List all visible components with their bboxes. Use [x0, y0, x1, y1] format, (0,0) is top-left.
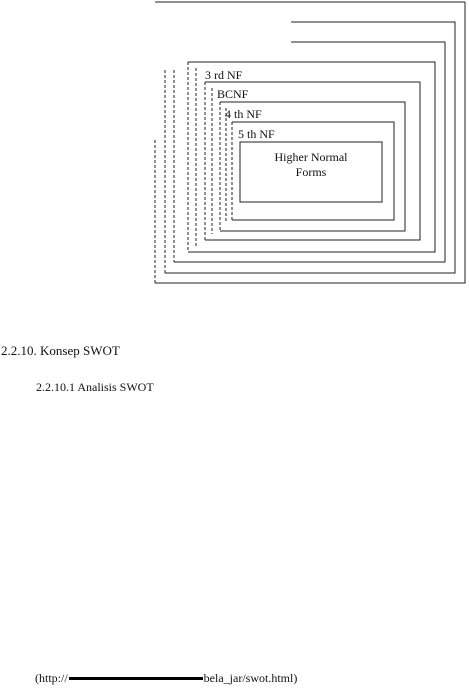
label-higher-normal-forms: Higher Normal Forms — [240, 150, 382, 180]
frame-bcnf — [205, 81, 421, 241]
source-prefix: (http:// — [35, 671, 68, 685]
frame-3nf-outer — [174, 41, 446, 263]
source-citation: (http:// bela_jar/swot.html) — [35, 671, 297, 686]
frame-3nf — [188, 61, 436, 253]
normal-forms-nesting-diagram — [154, 1, 466, 284]
section-heading: 2.2.10. Konsep SWOT — [1, 343, 120, 358]
frame-4nf — [220, 101, 406, 232]
subsection-heading: 2.2.10.1 Analisis SWOT — [36, 380, 154, 394]
source-suffix: bela_jar/swot.html) — [203, 671, 298, 685]
label-4nf: 4 th NF — [225, 107, 262, 121]
frame-higher-normal-forms — [239, 141, 383, 203]
frame-5nf — [232, 121, 395, 221]
redaction-bar — [68, 677, 203, 680]
label-hnf-line2: Forms — [295, 165, 327, 179]
label-5nf: 5 th NF — [238, 127, 275, 141]
frame-2nf — [165, 21, 456, 274]
label-3nf: 3 rd NF — [205, 68, 243, 82]
label-bcnf: BCNF — [217, 87, 249, 101]
label-hnf-line1: Higher Normal — [274, 150, 348, 164]
